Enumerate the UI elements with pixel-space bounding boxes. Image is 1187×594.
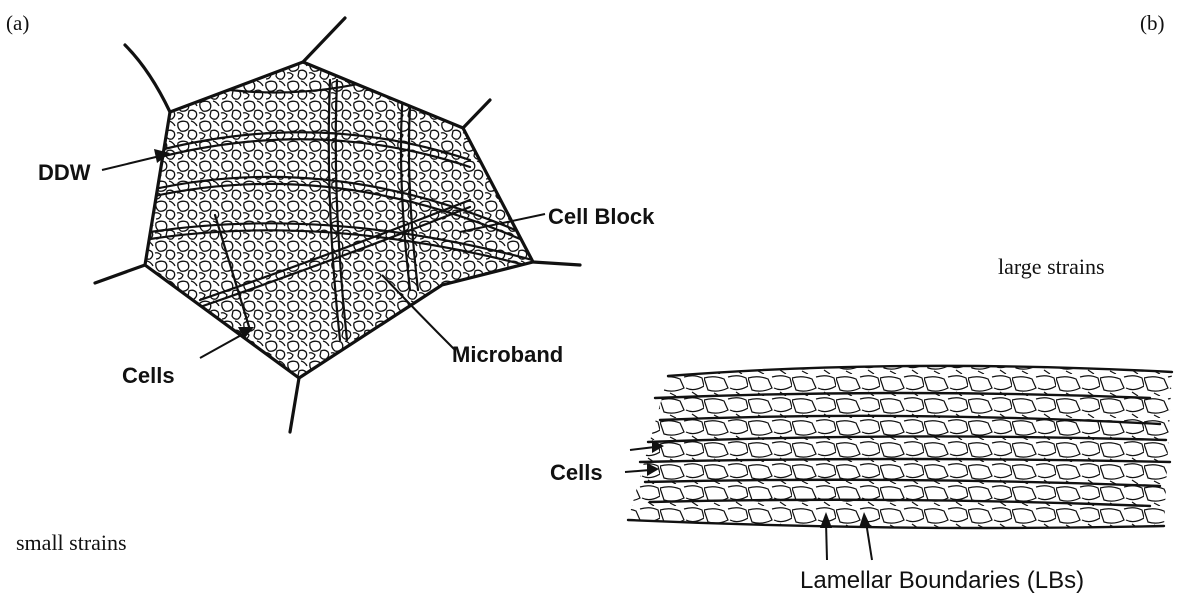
lamellar-cells xyxy=(620,355,1180,535)
cell-structure xyxy=(140,55,540,385)
label-cells-b: Cells xyxy=(550,460,603,485)
label-microband: Microband xyxy=(452,342,563,367)
caption-large-strains: large strains xyxy=(998,254,1105,279)
panel-label-a: (a) xyxy=(6,11,29,35)
caption-small-strains: small strains xyxy=(16,530,127,555)
label-cells-a: Cells xyxy=(122,363,175,388)
label-ddw: DDW xyxy=(38,160,91,185)
cells-arrow-a xyxy=(200,327,254,358)
label-lamellar-boundaries: Lamellar Boundaries (LBs) xyxy=(800,567,1084,594)
label-cell-block: Cell Block xyxy=(548,204,655,229)
lamellar-diagram xyxy=(620,355,1180,535)
panel-label-b: (b) xyxy=(1140,11,1165,35)
